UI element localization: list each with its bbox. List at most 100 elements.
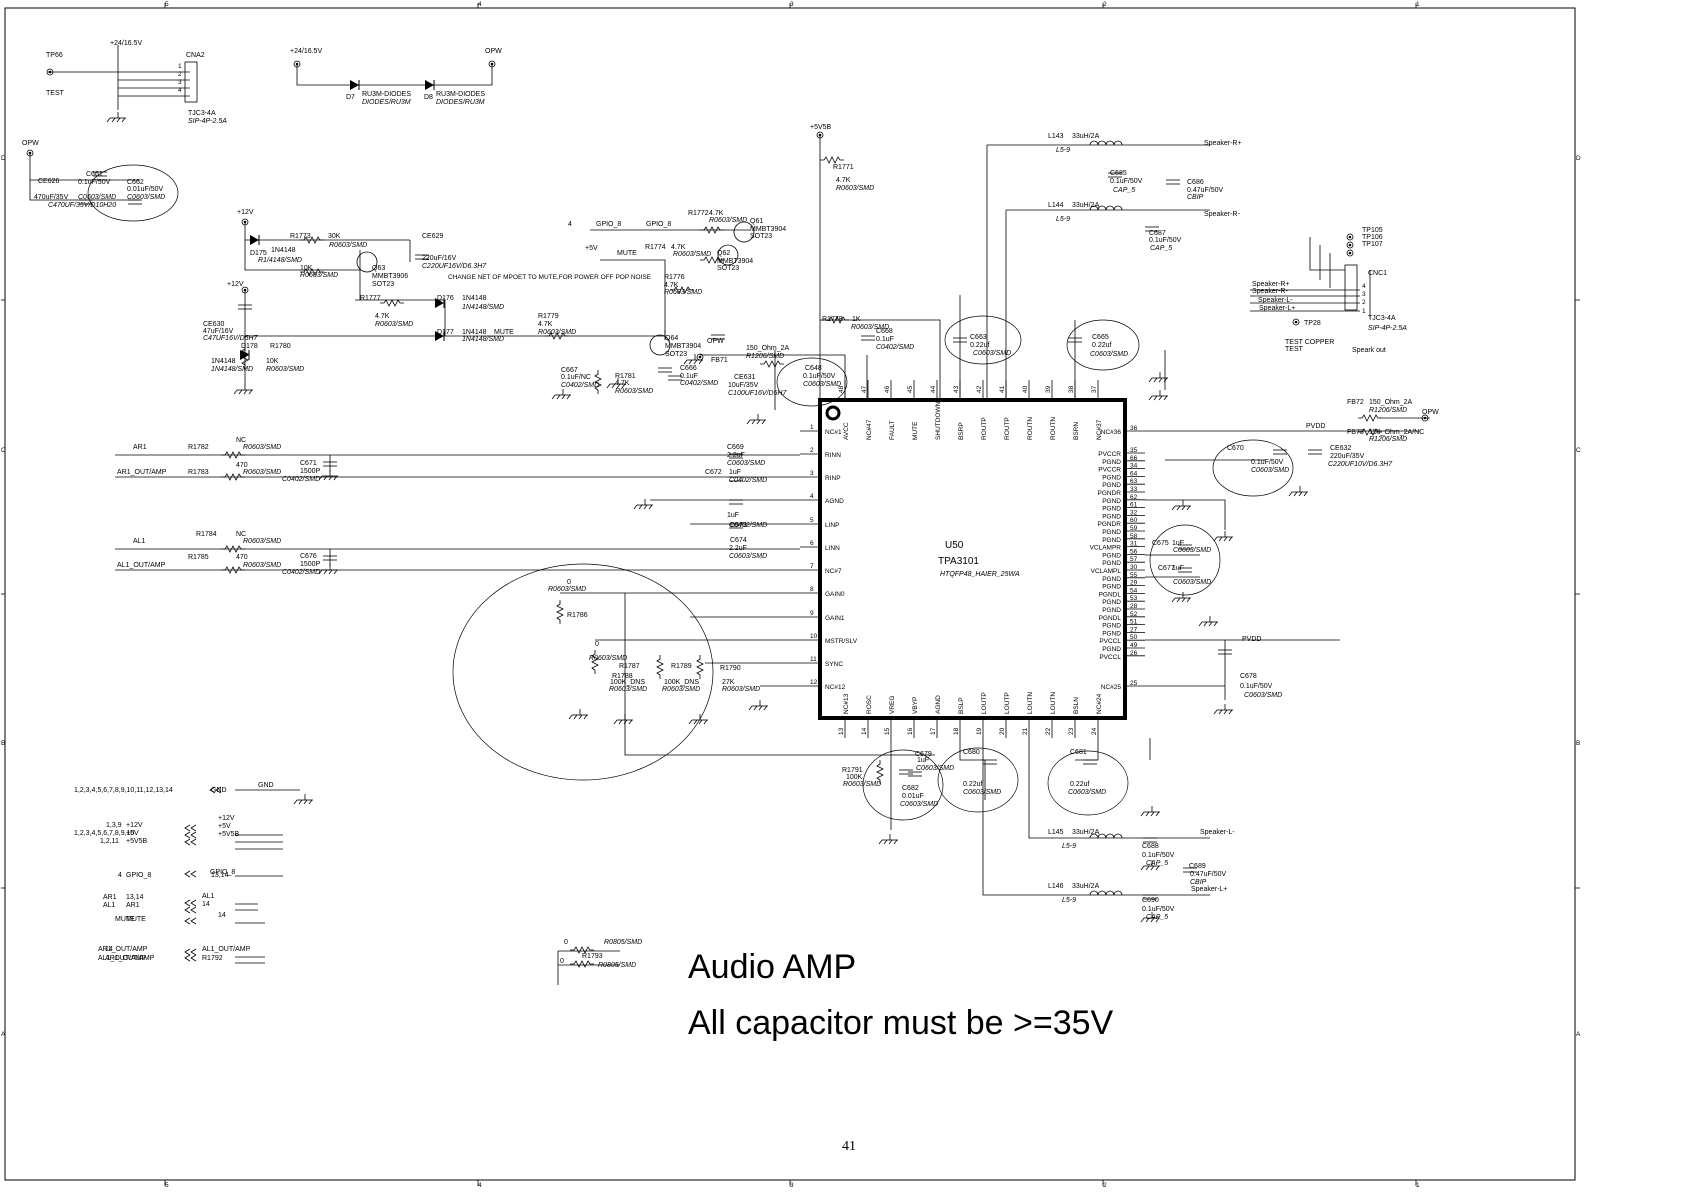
col-label: 5 [165, 1, 169, 8]
component-label: Speark out [1352, 347, 1386, 354]
component-label: 2.2uF [727, 452, 745, 459]
ic-pin-name: LOUTN [1050, 692, 1057, 714]
component-label: NC [236, 531, 246, 538]
ic-ref: U50 [945, 540, 964, 551]
ic-pin-number: 57 [1130, 556, 1138, 563]
ic-pin-number: 41 [999, 385, 1006, 393]
test-point-symbol [241, 218, 249, 226]
ic-pin-name: PGND [1102, 607, 1121, 614]
component-label: 10K [266, 358, 279, 365]
component-label: MMBT3904 [717, 258, 753, 265]
resistor-symbol [700, 256, 724, 264]
ic-pin-name: PGNDR [1098, 521, 1122, 528]
component-label: R1771 [833, 164, 854, 171]
ground-symbol [1140, 806, 1160, 817]
component-label: C672 [705, 469, 722, 476]
ic-pin-name: PGND [1102, 560, 1121, 567]
component-label: DIODES/RU3M [362, 99, 411, 106]
row-label: C [1576, 447, 1581, 454]
component-label: R0603/SMD [243, 444, 281, 451]
component-label: FB73 [1347, 429, 1364, 436]
ic-pin-name: BSLN [1073, 697, 1080, 714]
component-label: 1uF [1172, 565, 1184, 572]
component-label: 2 [178, 71, 182, 78]
ic-pin-name: PGNDL [1099, 591, 1122, 598]
component-label: 1500P [300, 561, 321, 568]
ic-pin-number: 18 [953, 727, 960, 735]
ic-pin-number: 52 [1130, 611, 1138, 618]
capacitor-symbol [711, 334, 725, 340]
component-label: DIODES/RU3M [436, 99, 485, 106]
component-label: CAP_5 [1113, 187, 1135, 194]
ic-pin-number: 34 [1130, 463, 1138, 470]
component-label: L5-9 [1056, 216, 1070, 223]
component-label: 1N4148/SMD [462, 336, 504, 343]
ic-pin-number: 16 [907, 727, 914, 735]
ic-pin-number: 44 [930, 385, 937, 393]
component-label: OPW [1422, 409, 1439, 416]
component-label: L143 [1048, 133, 1064, 140]
connector-symbol [184, 61, 198, 103]
ic-pin-name: NC#13 [843, 693, 850, 714]
component-label: C663 [970, 334, 987, 341]
ic-pin-number: 27 [1130, 626, 1138, 633]
ground-symbol [1213, 531, 1233, 542]
component-label: MMBT3904 [665, 343, 701, 350]
ic-pin-name: ROUTN [1050, 417, 1057, 440]
ic-pin-number: 33 [1130, 486, 1138, 493]
component-label: 0.22uf [970, 342, 990, 349]
component-label: Speaker-L+ [1259, 305, 1295, 312]
ic-pin-number: 45 [907, 385, 914, 393]
resistor-symbol [380, 299, 404, 307]
col-label: 3 [790, 1182, 794, 1188]
component-label: C0603/SMD [1090, 351, 1128, 358]
component-label: AL1 [103, 902, 116, 909]
component-label: R1791 [842, 767, 863, 774]
component-label: 4.7K [664, 282, 679, 289]
component-label: 1 [178, 63, 182, 70]
component-label: CAP_5 [1146, 860, 1168, 867]
ic-pin-name: VCLAMPR [1090, 545, 1122, 552]
capacitor-symbol [1143, 894, 1157, 900]
component-label: C0603/SMD [78, 194, 116, 201]
capacitor-symbol [1178, 544, 1192, 550]
component-label: 0.22uf [963, 781, 983, 788]
component-label: RU3M-DIODES [362, 91, 411, 98]
component-label: R0603/SMD [836, 185, 874, 192]
component-label: C661 [86, 171, 103, 178]
ic-pin-name: GAIN0 [825, 591, 845, 598]
wire [29, 180, 140, 201]
row-label: A [1576, 1031, 1581, 1038]
component-label: C675 [1152, 540, 1169, 547]
inductor-symbol [1089, 890, 1123, 896]
component-label: AL1_OUT/AMP [202, 946, 251, 953]
component-label: 0.1uF/50V [1240, 683, 1273, 690]
offsheet-connector-symbol [184, 917, 197, 925]
ic-pin-name: PGND [1102, 623, 1121, 630]
test-point-symbol [1346, 233, 1354, 241]
component-label: C685 [1110, 170, 1127, 177]
capacitor-symbol [1145, 226, 1159, 232]
component-label: 1uF [729, 469, 741, 476]
diode-symbol [435, 331, 445, 341]
ic-u50: U50 TPA3101 HTQFP48_HAIER_25WA [818, 398, 1127, 720]
component-label: +24/16.5V [110, 40, 142, 47]
ground-symbol [1148, 372, 1168, 383]
component-label: R1789 [671, 663, 692, 670]
component-label: CE629 [422, 233, 444, 240]
component-label: +24/16.5V [290, 48, 322, 55]
test-point-dot [1348, 243, 1352, 247]
test-point-dot [28, 151, 32, 155]
component-label: R1790 [720, 665, 741, 672]
component-label: +12V [218, 815, 235, 822]
ic-pin-number: 48 [838, 385, 845, 393]
test-point-symbol [26, 149, 34, 157]
test-point-symbol [816, 131, 824, 139]
component-label: 0 [567, 579, 571, 586]
ic-pin-name: AVCC [843, 422, 850, 440]
component-label: R1206/SMD [1369, 407, 1407, 414]
offsheet-connector-symbol [209, 786, 222, 794]
component-label: 4.7K [709, 210, 724, 217]
ic-pin-number: 29 [1130, 580, 1138, 587]
ic-pin-name: PVCCL [1099, 654, 1121, 661]
